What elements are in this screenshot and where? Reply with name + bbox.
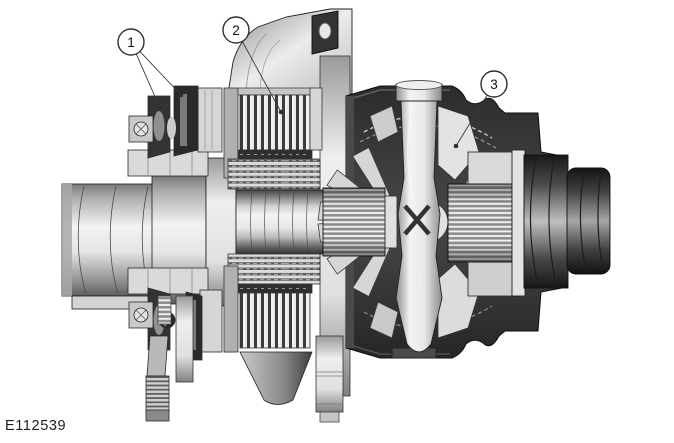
callout-3-number: 3 [490,77,498,92]
callout-3-target-dot [453,143,459,149]
plate-stack [227,158,321,190]
callout-1-leader [139,51,182,96]
side-spline-left [322,187,398,257]
figure-id-label: E112539 [5,418,66,434]
pinion-cross-shaft [391,80,443,359]
callout-3-bubble [480,70,508,98]
actuator-arm [146,335,169,377]
callout-1-bubble [117,28,145,56]
clutch-pack-lower [223,253,344,423]
callout-2-target-dot [278,109,284,115]
right-output-shaft [511,149,611,297]
pinion-cone-bottom-left [369,301,399,339]
upper-bearing-assembly [127,85,259,177]
plate-stack [227,253,321,285]
clutch-pack-upper [223,87,323,190]
lower-mount [315,335,344,413]
bolt-hole [318,22,332,40]
callout-1-number: 1 [127,35,135,50]
coupling-drum [235,189,324,255]
callout-1-target-dot [157,105,163,111]
actuator-rack [145,375,170,413]
side-spline-right [447,151,515,297]
callout-layer: 1 2 3 [117,16,508,149]
lower-funnel [239,351,313,405]
callout-1-leader [135,53,161,109]
clutch-plates [239,292,311,349]
pinion-cone-top-left [369,105,399,143]
callout-1-target-dot [178,92,184,98]
callout-3-leader [455,94,488,147]
spider-cross [403,204,431,236]
callout-2-leader [241,41,282,113]
callout-2-bubble [222,16,250,44]
callout-2-number: 2 [232,23,240,38]
clutch-plates [239,94,311,151]
